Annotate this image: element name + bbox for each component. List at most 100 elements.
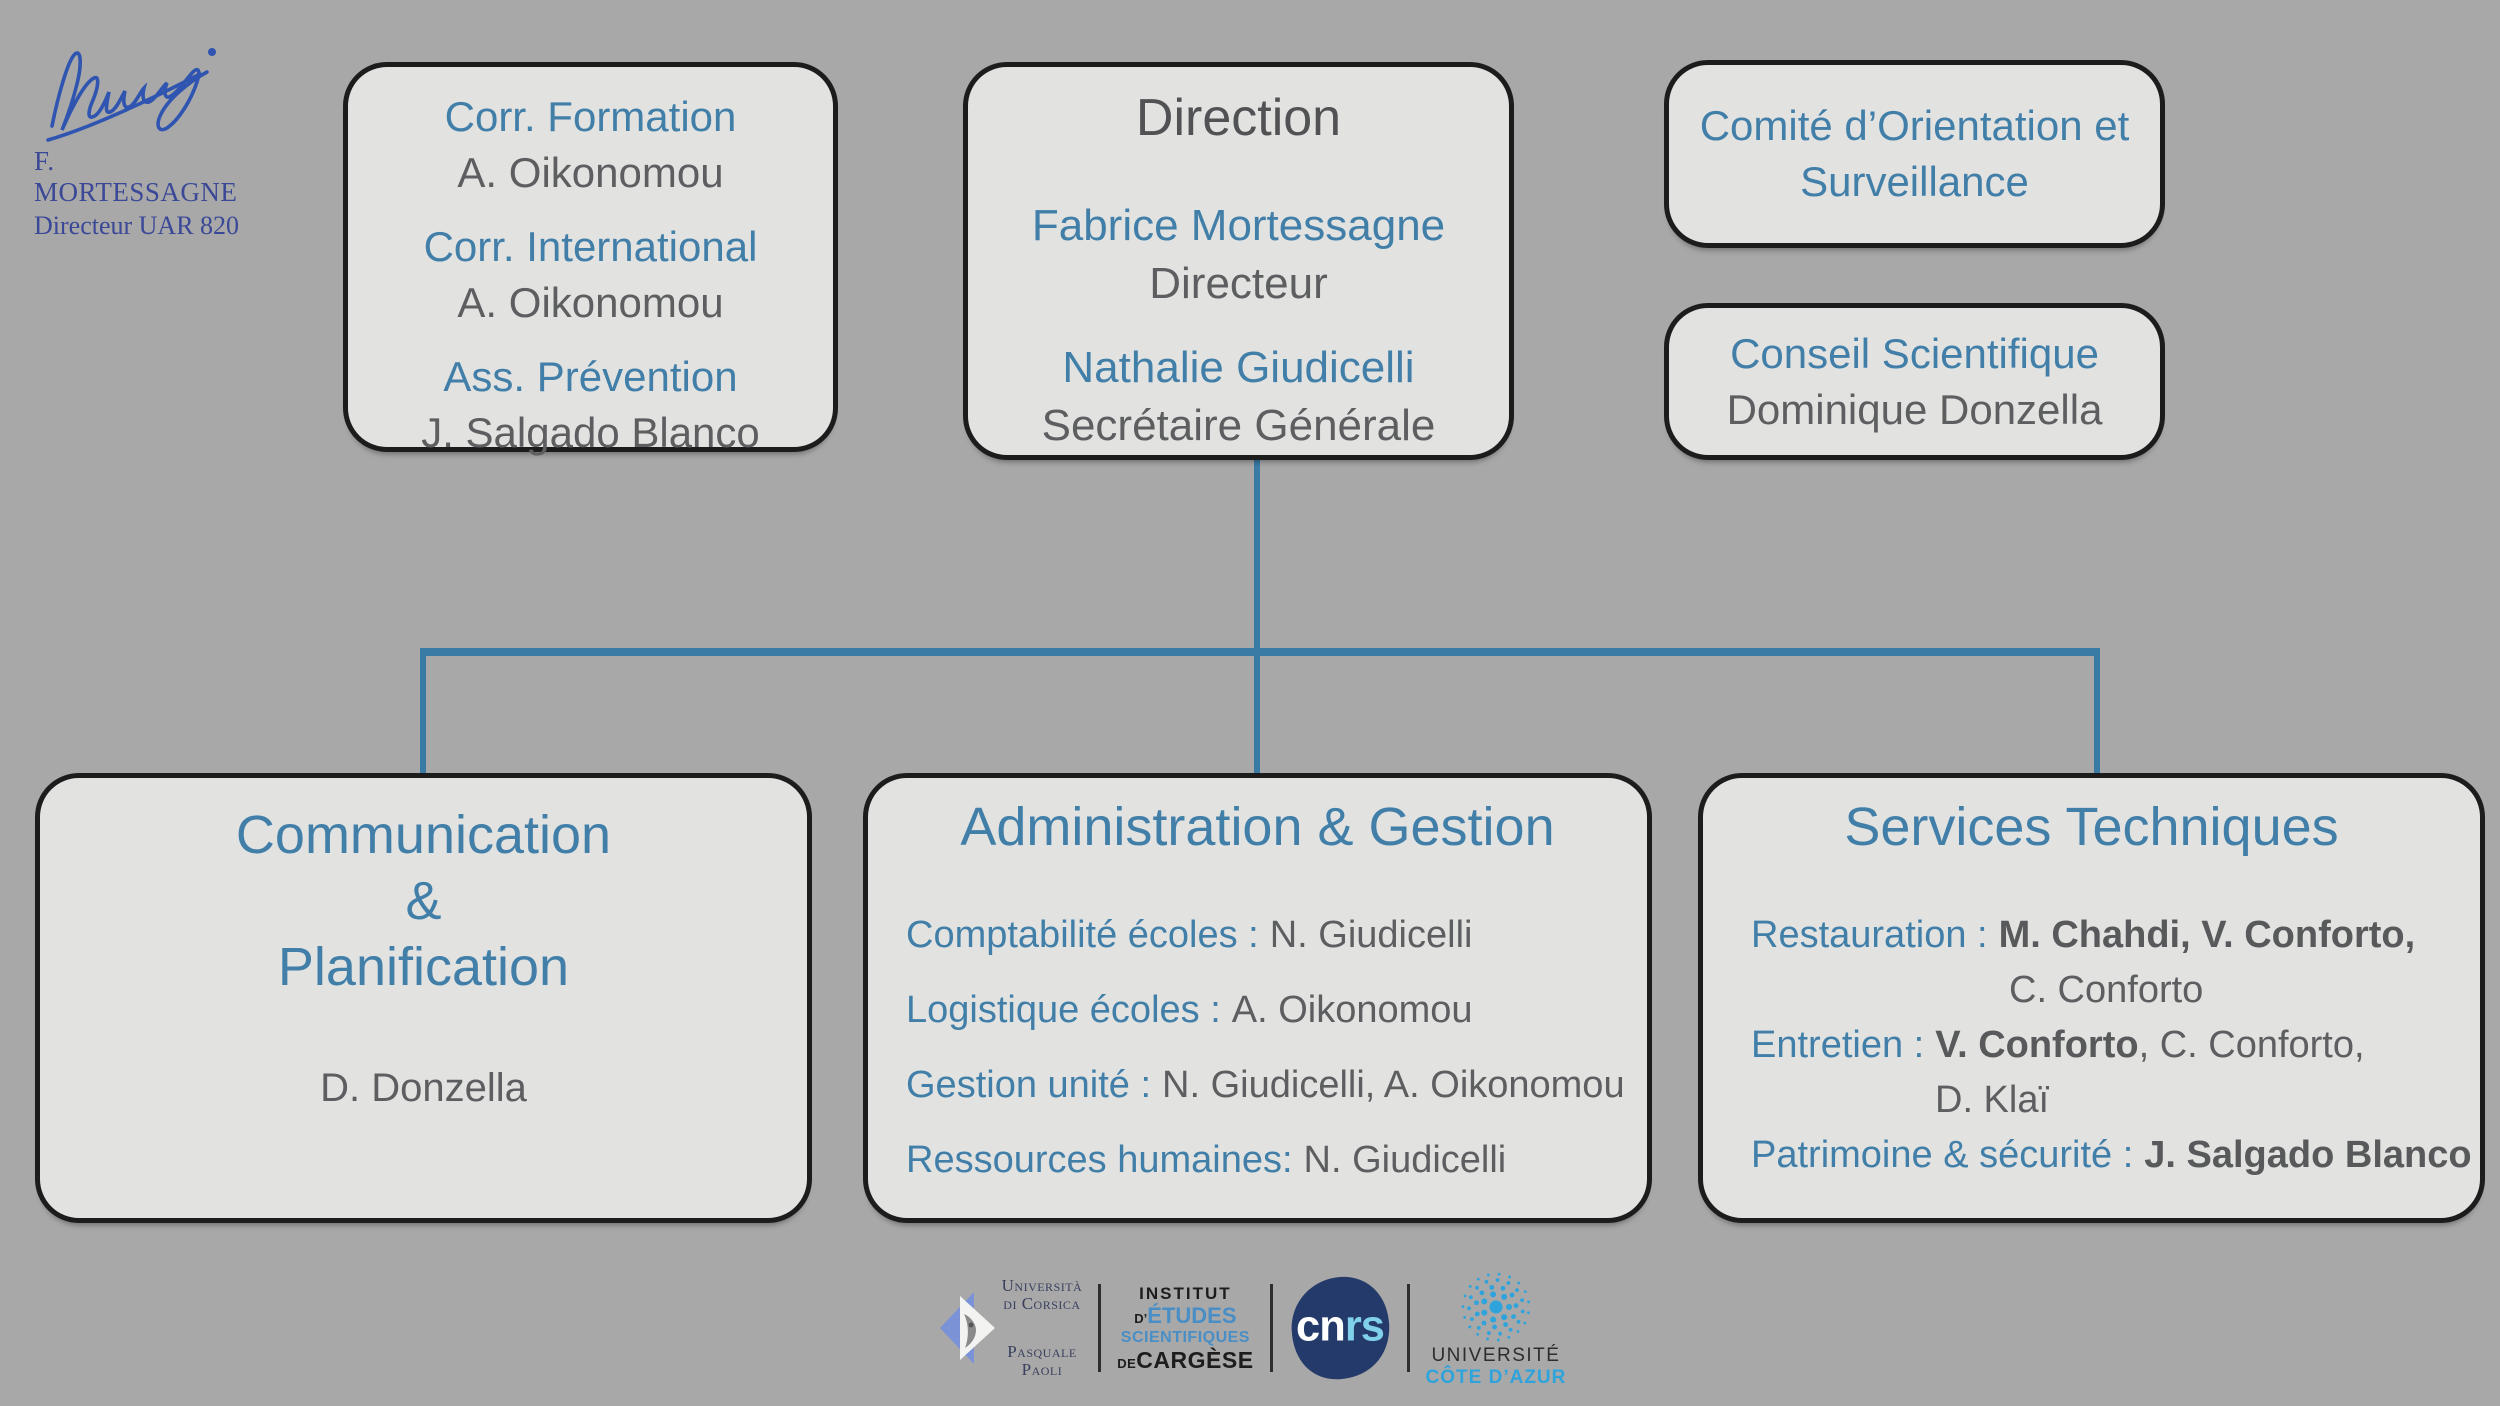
corsica-line2: di Corsica [1003,1294,1081,1313]
row-names-bold: M. Chahdi, V. Conforto, [1998,914,2416,956]
services-row-continuation: D. Klaï [1703,1073,2480,1128]
role-pair: Corr. Formation A. Oikonomou [445,89,737,201]
member-name: Fabrice Mortessagne [1031,201,1446,250]
role-name: J. Salgado Blanco [421,409,760,456]
comite-orientation-box: Comité d’Orientation et Surveillance [1664,60,2165,248]
services-row: Restauration :M. Chahdi, V. Conforto, [1703,908,2480,963]
conseil-title: Conseil Scientifique [1730,329,2099,377]
row-label: Logistique écoles : [906,989,1221,1031]
row-value: N. Giudicelli [1269,914,1473,956]
universita-corsica-logo: Università di Corsica Pasquale Paoli [938,1277,1083,1379]
cnrs-text-part2: rs [1344,1302,1383,1350]
communication-title-line1: Communication [235,805,612,865]
iesc-line2-main: ÉTUDES [1147,1302,1237,1328]
universita-corsica-text: Università di Corsica Pasquale Paoli [1002,1277,1083,1379]
member-name: Nathalie Giudicelli [1062,343,1415,392]
svg-text:cnrs: cnrs [1296,1302,1384,1350]
uca-line2: CÔTE D’AZUR [1425,1366,1567,1388]
member-role: Directeur [1149,259,1328,308]
logo-divider [1098,1284,1102,1372]
iesc-line4: DECARGÈSE [1117,1346,1254,1373]
row-label: Gestion unité : [906,1064,1152,1106]
role-pair: Ass. Prévention J. Salgado Blanco [421,349,760,461]
iesc-cargese-logo: INSTITUT D’ÉTUDES SCIENTIFIQUES DECARGÈS… [1117,1285,1253,1372]
connector-horizontal [420,648,2100,656]
connector-middle-drop [1254,656,1260,774]
cnrs-logo: cnrs [1289,1274,1391,1382]
iesc-line1: INSTITUT [1139,1283,1232,1303]
conseil-scientifique-box: Conseil Scientifique Dominique Donzella [1664,303,2165,460]
services-list: Restauration :M. Chahdi, V. Conforto, C.… [1703,908,2480,1183]
logo-divider [1269,1284,1273,1372]
member-role: Secrétaire Générale [1041,401,1436,450]
role-label: Corr. International [423,223,758,270]
cnrs-blob-icon: cnrs [1291,1276,1389,1380]
administration-row: Gestion unité :N. Giudicelli, A. Oikonom… [868,1048,1647,1123]
signature-icon [46,48,216,142]
communication-title-line3: Planification [277,937,570,997]
communication-title-line2: & [405,871,442,931]
services-title: Services Techniques [1844,797,2339,857]
administration-row: Ressources humaines:N. Giudicelli [868,1123,1647,1198]
role-pair: Corr. International A. Oikonomou [424,219,758,331]
corsica-line4: Paoli [1021,1360,1063,1379]
corsica-spacer [1002,1313,1083,1343]
direction-member: Fabrice Mortessagne Directeur [1032,197,1445,313]
connector-left-drop [420,656,426,774]
row-label: Comptabilité écoles : [906,914,1259,956]
iesc-line4-main: CARGÈSE [1136,1346,1254,1373]
row-label: Ressources humaines: [906,1139,1293,1181]
signature-block: F. MORTESSAGNE Directeur UAR 820 [34,40,264,241]
communication-box: Communication & Planification D. Donzell… [35,773,812,1223]
row-value: A. Oikonomou [1231,989,1473,1031]
communication-name: D. Donzella [320,1066,527,1110]
row-label: Restauration : [1751,914,1988,956]
row-names-bold: J. Salgado Blanco [2144,1134,2472,1176]
services-row: Entretien :V. Conforto, C. Conforto, [1703,1018,2480,1073]
correspondents-box: Corr. Formation A. Oikonomou Corr. Inter… [343,62,838,456]
iesc-line4-prefix: DE [1117,1355,1137,1371]
administration-title: Administration & Gestion [960,797,1555,857]
row-value: N. Giudicelli [1303,1139,1507,1181]
corsica-line3: Pasquale [1007,1342,1077,1361]
comite-line1: Comité d’Orientation et [1699,102,2130,149]
iesc-line2-prefix: D’ [1134,1310,1148,1326]
services-techniques-box: Services Techniques Restauration :M. Cha… [1698,773,2485,1223]
direction-member: Nathalie Giudicelli Secrétaire Générale [1042,339,1436,455]
comite-line2: Surveillance [1800,158,2029,205]
row-value: N. Giudicelli, A. Oikonomou [1162,1064,1625,1106]
uca-dots-icon [1461,1272,1530,1341]
row-names: D. Klaï [1935,1079,2050,1121]
row-label: Entretien : [1751,1024,1925,1066]
cnrs-text-part1: cn [1296,1302,1345,1350]
row-names: C. Conforto [2009,969,2204,1011]
role-name: A. Oikonomou [457,149,724,196]
footer-logos: Università di Corsica Pasquale Paoli INS… [939,1258,1565,1398]
connector-direction-stub [1254,458,1260,652]
connector-right-drop [2094,656,2100,774]
conseil-name: Dominique Donzella [1726,385,2103,433]
administration-row: Comptabilité écoles :N. Giudicelli [868,898,1647,973]
logo-divider [1406,1284,1410,1372]
iesc-line2: D’ÉTUDES [1134,1302,1237,1328]
administration-list: Comptabilité écoles :N. Giudicelli Logis… [868,898,1647,1198]
row-names-bold: V. Conforto [1935,1024,2139,1066]
corsica-line1: Università [1001,1276,1083,1295]
direction-title: Direction [1135,89,1342,147]
universite-cote-azur-logo: UNIVERSITÉ CÔTE D’AZUR [1426,1270,1567,1387]
signature-name: F. MORTESSAGNE [34,146,238,207]
role-label: Ass. Prévention [443,353,738,400]
role-label: Corr. Formation [444,93,737,140]
administration-row: Logistique écoles :A. Oikonomou [868,973,1647,1048]
administration-box: Administration & Gestion Comptabilité éc… [863,773,1652,1223]
uca-line1: UNIVERSITÉ [1431,1344,1561,1366]
signature-role: Directeur UAR 820 [34,211,240,240]
role-name: A. Oikonomou [457,279,724,326]
iesc-line3: SCIENTIFIQUES [1120,1328,1250,1346]
services-row: Patrimoine & sécurité :J. Salgado Blanco [1703,1128,2480,1183]
direction-box: Direction Fabrice Mortessagne Directeur … [963,62,1514,460]
row-label: Patrimoine & sécurité : [1751,1134,2134,1176]
services-row-continuation: C. Conforto [1703,963,2480,1018]
universita-corsica-mark-icon [939,1292,995,1364]
